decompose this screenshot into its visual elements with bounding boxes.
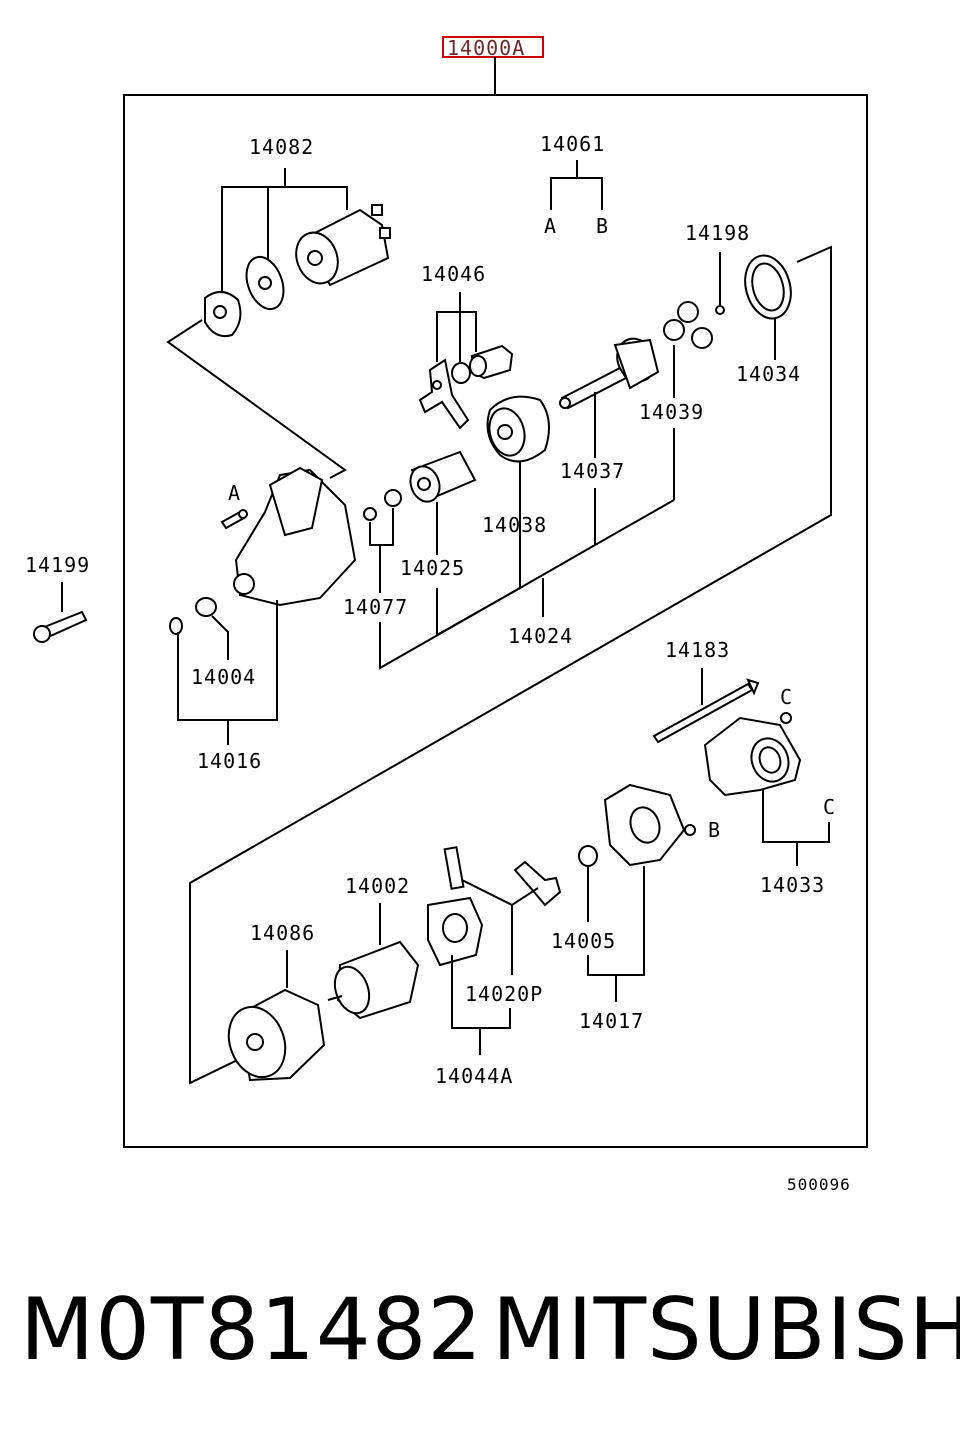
output-shaft xyxy=(559,337,660,410)
callout-14034[interactable]: 14034 xyxy=(736,362,801,386)
callout-14004[interactable]: 14004 xyxy=(191,665,256,689)
screw-b xyxy=(684,824,696,836)
screw-c xyxy=(780,712,792,724)
shift-lever xyxy=(418,358,470,430)
callout-14024[interactable]: 14024 xyxy=(508,624,573,648)
part-number: M0T81482 xyxy=(20,1280,484,1380)
yoke xyxy=(227,988,326,1082)
ref-c-label-1[interactable]: C xyxy=(780,685,792,709)
rear-bushing xyxy=(578,845,598,867)
callout-14005[interactable]: 14005 xyxy=(551,929,616,953)
callout-14016[interactable]: 14016 xyxy=(197,749,262,773)
callout-14038[interactable]: 14038 xyxy=(482,513,547,537)
packing-ring xyxy=(744,254,792,320)
brush-holder xyxy=(427,846,484,967)
callout-14017[interactable]: 14017 xyxy=(579,1009,644,1033)
lever-spring xyxy=(451,362,471,384)
callout-14002[interactable]: 14002 xyxy=(345,874,410,898)
assembly-label[interactable]: 14000A xyxy=(447,36,525,60)
callout-14037[interactable]: 14037 xyxy=(560,459,625,483)
ref-c-label-2[interactable]: C xyxy=(823,795,835,819)
planetary-gears xyxy=(663,301,713,349)
callout-14082[interactable]: 14082 xyxy=(249,135,314,159)
stop-ring xyxy=(363,507,377,521)
retainer xyxy=(384,489,402,507)
callout-14198[interactable]: 14198 xyxy=(685,221,750,245)
footer: M0T81482 MITSUBISHI xyxy=(0,1280,960,1400)
solenoid-shim xyxy=(245,255,285,311)
callout-14086[interactable]: 14086 xyxy=(250,921,315,945)
assembly-label-highlight xyxy=(442,36,544,58)
diagram-frame xyxy=(123,94,868,1148)
lever-holder xyxy=(469,344,514,380)
callout-14077[interactable]: 14077 xyxy=(343,595,408,619)
through-bolt xyxy=(33,610,88,643)
callout-14199[interactable]: 14199 xyxy=(25,553,90,577)
solenoid-gasket xyxy=(204,291,242,338)
bushing xyxy=(195,597,217,617)
brand-name: MITSUBISHI xyxy=(492,1280,960,1380)
callout-14061-a[interactable]: A xyxy=(544,214,556,238)
callout-14044a[interactable]: 14044A xyxy=(435,1064,513,1088)
bushing-ring xyxy=(169,617,183,635)
armature xyxy=(327,940,420,1020)
bracket-screw xyxy=(220,509,248,530)
ref-a-label[interactable]: A xyxy=(228,481,240,505)
rear-bracket xyxy=(703,716,802,797)
callout-14046[interactable]: 14046 xyxy=(421,262,486,286)
callout-14020p[interactable]: 14020P xyxy=(465,982,543,1006)
figure-number: 500096 xyxy=(787,1175,851,1194)
brush-cover xyxy=(603,783,686,867)
small-ring xyxy=(715,305,725,315)
pinion-clutch xyxy=(409,450,477,503)
callout-14061[interactable]: 14061 xyxy=(540,132,605,156)
callout-14183[interactable]: 14183 xyxy=(665,638,730,662)
solenoid xyxy=(295,204,391,287)
ref-b-label[interactable]: B xyxy=(708,818,720,842)
callout-14039[interactable]: 14039 xyxy=(639,400,704,424)
callout-14025[interactable]: 14025 xyxy=(400,556,465,580)
brush-spring xyxy=(513,860,562,907)
callout-14033[interactable]: 14033 xyxy=(760,873,825,897)
through-bolt-long xyxy=(652,678,760,744)
front-bracket xyxy=(233,466,357,607)
callout-14061-b[interactable]: B xyxy=(596,214,608,238)
internal-gear xyxy=(486,395,550,463)
